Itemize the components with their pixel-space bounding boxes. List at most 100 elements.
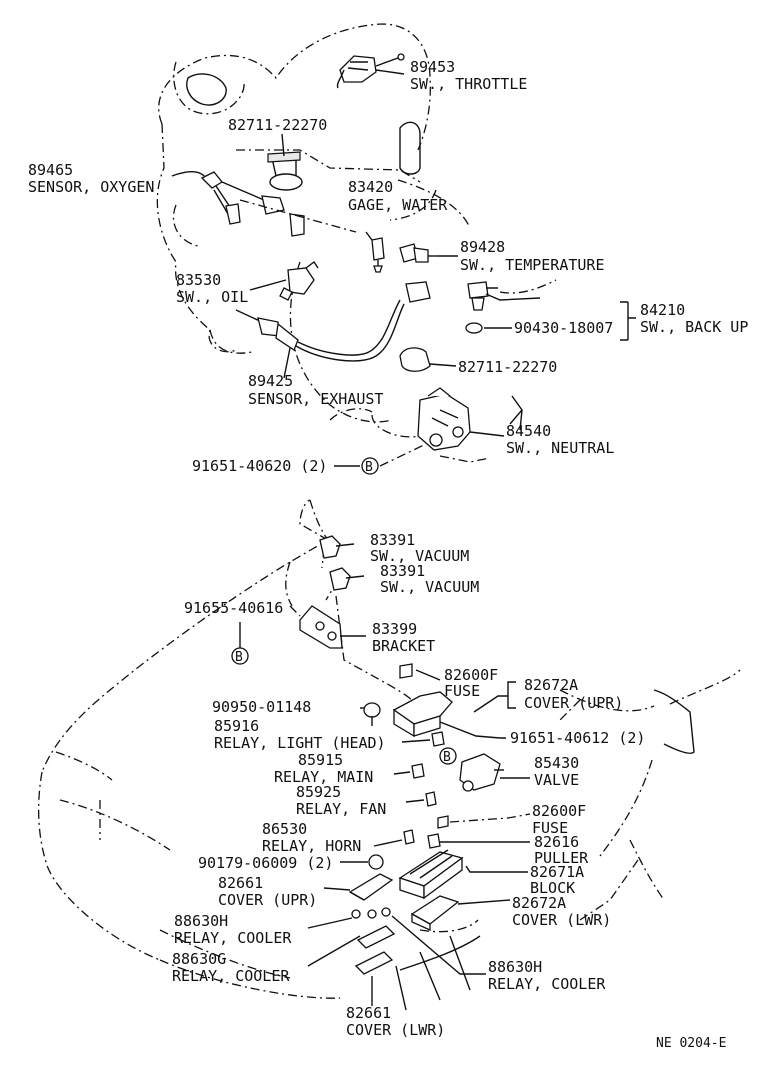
label-sw-throttle-name: SW., THROTTLE <box>410 75 527 93</box>
exhaust-sensor-part <box>235 281 431 362</box>
b-marker-bracket-label: B <box>235 650 243 665</box>
labels-layer: 89453 SW., THROTTLE 82711-22270 89465 SE… <box>28 58 748 1051</box>
label-relay-cooler-h2-name: RELAY, COOLER <box>488 975 606 993</box>
upper-clamp-part <box>267 151 303 191</box>
label-relay-main-name: RELAY, MAIN <box>274 768 373 786</box>
label-clip-upper-no: 90950-01148 <box>212 698 311 716</box>
label-valve-no: 85430 <box>534 754 579 772</box>
lower-clamp-part <box>399 347 431 372</box>
label-sw-back-up-no: 84210 <box>640 301 685 319</box>
label-relay-cooler-g-name: RELAY, COOLER <box>172 967 290 985</box>
water-gauge-part <box>365 231 385 273</box>
label-relay-light-head-name: RELAY, LIGHT (HEAD) <box>214 734 386 752</box>
label-relay-fan-name: RELAY, FAN <box>296 800 386 818</box>
label-cover-lwr-small-name: COVER (LWR) <box>346 1021 445 1039</box>
label-valve-name: VALVE <box>534 771 579 789</box>
puller-part <box>427 833 441 849</box>
label-sw-temperature-name: SW., TEMPERATURE <box>460 256 605 274</box>
label-bolt-valve-no: 91651-40612 (2) <box>510 729 645 747</box>
fuse-lower-part <box>437 815 449 829</box>
cooler-relays-part <box>351 907 391 919</box>
label-sw-neutral-name: SW., NEUTRAL <box>506 439 614 457</box>
label-sw-neutral-no: 84540 <box>506 422 551 440</box>
small-cover-upper-part <box>348 873 394 901</box>
temperature-switch-part <box>399 243 438 263</box>
label-clamp-lower-no: 82711-22270 <box>458 358 557 376</box>
label-puller-name: PULLER <box>534 849 589 867</box>
bracket-part <box>299 605 366 649</box>
label-relay-cooler-g-no: 88630G <box>172 950 226 968</box>
label-relay-fan-no: 85925 <box>296 783 341 801</box>
label-bracket-no: 83399 <box>372 620 417 638</box>
relay-horn-part <box>403 829 415 845</box>
footer-code: NE 0204-E <box>656 1036 726 1051</box>
relay-light-head-part <box>431 731 445 747</box>
label-block-no: 82671A <box>530 863 584 881</box>
relay-main-part <box>411 763 425 779</box>
label-relay-cooler-h2-no: 88630H <box>488 958 542 976</box>
label-cover-upr-small-name: COVER (UPR) <box>218 891 317 909</box>
b-marker-neutral-label: B <box>365 460 373 475</box>
label-cover-lwr-small-no: 82661 <box>346 1004 391 1022</box>
block-part <box>398 849 464 900</box>
label-sensor-oxygen-name: SENSOR, OXYGEN <box>28 178 154 196</box>
throttle-switch-part <box>336 53 405 89</box>
valve-part: B <box>439 747 504 792</box>
fuse-box-cover-upper-part <box>392 663 453 738</box>
label-sw-temperature-no: 89428 <box>460 238 505 256</box>
label-sensor-exhaust-name: SENSOR, EXHAUST <box>248 390 383 408</box>
label-cover-upr-small-no: 82661 <box>218 874 263 892</box>
label-bolt-bracket-no: 91655-40616 <box>184 599 283 617</box>
label-sensor-oxygen-no: 89465 <box>28 161 73 179</box>
vacuum-switch-2-part <box>329 567 365 591</box>
label-relay-horn-no: 86530 <box>262 820 307 838</box>
neutral-switch-part <box>417 387 471 451</box>
label-sw-vacuum-2-no: 83391 <box>380 562 425 580</box>
label-block-name: BLOCK <box>530 879 575 897</box>
label-cover-lwr-large-no: 82672A <box>512 894 566 912</box>
label-relay-horn-name: RELAY, HORN <box>262 837 361 855</box>
label-gasket-no: 90430-18007 <box>514 319 613 337</box>
label-fuse-lower-name: FUSE <box>532 819 568 837</box>
label-gage-water-name: GAGE, WATER <box>348 196 448 214</box>
clip-lower-part <box>368 854 384 870</box>
label-fuse-upper-name: FUSE <box>444 682 480 700</box>
small-cover-lower-part <box>354 925 396 975</box>
label-relay-light-head-no: 85916 <box>214 717 259 735</box>
label-clip-lower-no: 90179-06009 (2) <box>198 854 333 872</box>
label-sw-vacuum-1-name: SW., VACUUM <box>370 547 469 565</box>
vacuum-switch-1-part <box>319 535 355 559</box>
label-gage-water-no: 83420 <box>348 178 393 196</box>
relay-fan-part <box>425 791 437 807</box>
engine-outline <box>156 23 471 438</box>
clip-upper-part <box>363 702 381 726</box>
label-sw-oil-no: 83530 <box>176 271 221 289</box>
label-relay-cooler-h1-no: 88630H <box>174 912 228 930</box>
label-sw-vacuum-1-no: 83391 <box>370 531 415 549</box>
label-relay-cooler-h1-name: RELAY, COOLER <box>174 929 292 947</box>
label-bolt-neutral-no: 91651-40620 (2) <box>192 457 327 475</box>
b-marker-valve: B <box>443 750 451 765</box>
label-cover-upr-group-name: COVER (UPR) <box>524 694 623 712</box>
large-cover-lower-part <box>410 895 460 932</box>
b-marker-bracket: B <box>231 647 249 665</box>
label-sw-back-up-name: SW., BACK UP <box>640 318 748 336</box>
label-sw-oil-name: SW., OIL <box>176 288 248 306</box>
upper-leader-lines <box>239 69 636 467</box>
label-fuse-lower-no: 82600F <box>532 802 586 820</box>
oil-switch-part <box>279 260 319 301</box>
b-marker-neutral: B <box>361 457 379 475</box>
oxygen-sensor-part <box>171 171 305 237</box>
lower-leader-lines <box>239 622 531 1006</box>
label-relay-main-no: 85915 <box>298 751 343 769</box>
label-bracket-name: BRACKET <box>372 637 435 655</box>
label-sw-vacuum-2-name: SW., VACUUM <box>380 578 479 596</box>
label-fuse-upper-no: 82600F <box>444 666 498 684</box>
label-puller-no: 82616 <box>534 833 579 851</box>
label-clamp-upper-no: 82711-22270 <box>228 116 327 134</box>
label-cover-upr-group-no: 82672A <box>524 676 578 694</box>
body-outline <box>37 499 741 1011</box>
label-sw-throttle-no: 89453 <box>410 58 455 76</box>
label-sensor-exhaust-no: 89425 <box>248 372 293 390</box>
